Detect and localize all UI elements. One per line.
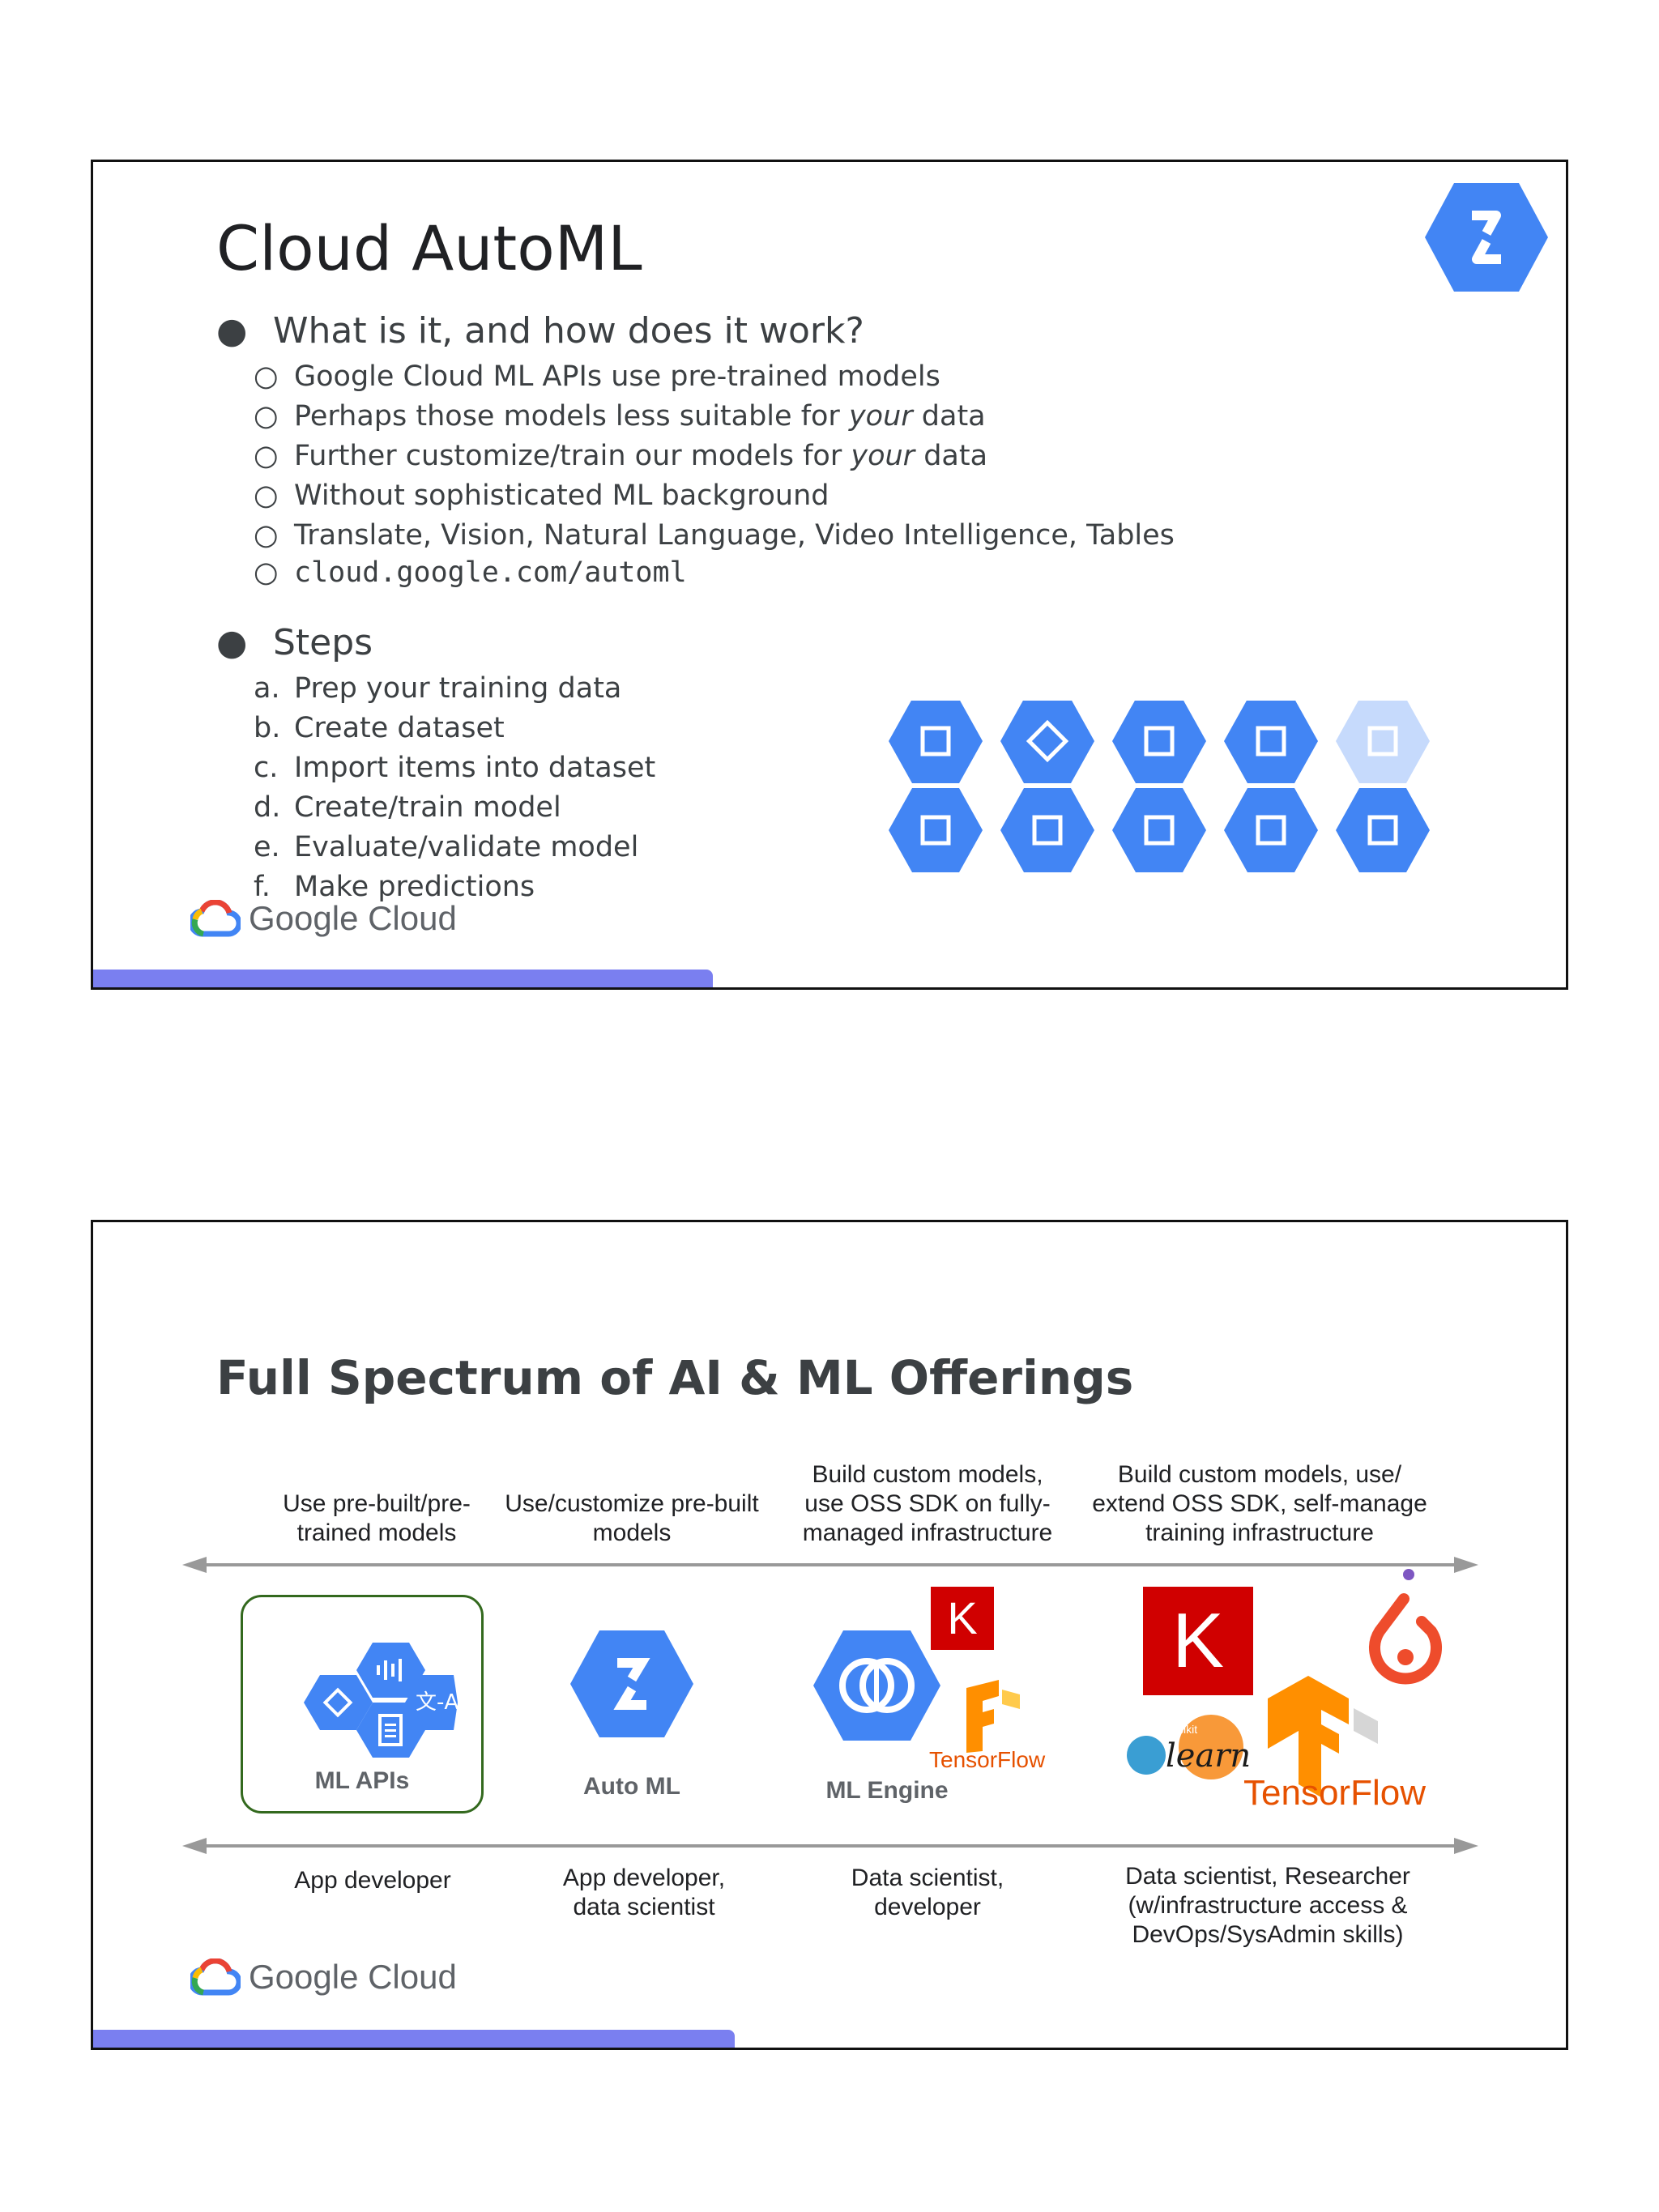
tensorflow-text-small: TensorFlow bbox=[929, 1747, 1046, 1772]
automl-label: Auto ML bbox=[583, 1773, 680, 1800]
automl-natural-language-icon bbox=[1112, 788, 1206, 872]
automl-translation-icon bbox=[889, 788, 983, 872]
step-text: Import items into dataset bbox=[294, 752, 656, 784]
translation-icon bbox=[889, 701, 983, 783]
google-cloud-logo: Google Cloud bbox=[190, 899, 457, 938]
google-cloud-icon bbox=[190, 900, 241, 937]
tensorflow-icon-small bbox=[966, 1680, 1020, 1753]
keras-logo-small: K bbox=[931, 1587, 994, 1650]
url-text[interactable]: cloud.google.com/automl bbox=[294, 556, 687, 589]
audience-ds-dev: Data scientist, developer bbox=[851, 1865, 1004, 1920]
bullet-steps: ● Steps bbox=[216, 622, 373, 663]
step-letter: a. bbox=[254, 672, 280, 705]
sub-marker: ○ bbox=[254, 400, 279, 433]
sub-text: Translate, Vision, Natural Language, Vid… bbox=[294, 519, 1175, 552]
slide-full-spectrum: Full Spectrum of AI & ML Offerings Use p… bbox=[91, 1220, 1568, 2050]
col-head-prebuilt: Use pre-built/pre- trained models bbox=[283, 1490, 471, 1546]
step-letter: c. bbox=[254, 752, 279, 784]
slide-title: Cloud AutoML bbox=[216, 212, 642, 284]
accent-bar bbox=[93, 970, 713, 987]
sub-text: Google Cloud ML APIs use pre-trained mod… bbox=[294, 360, 940, 393]
step-text: Evaluate/validate model bbox=[294, 831, 639, 863]
sub-emphasis: your bbox=[848, 400, 913, 433]
step-text: Create dataset bbox=[294, 712, 505, 744]
automl-url[interactable]: ○ cloud.google.com/automl bbox=[254, 556, 687, 589]
sub-bullet: ○Perhaps those models less suitable for … bbox=[254, 400, 986, 433]
step-letter: b. bbox=[254, 712, 281, 744]
video-intelligence-icon bbox=[1224, 701, 1318, 783]
sub-marker: ○ bbox=[254, 479, 279, 512]
automl-video-icon bbox=[1224, 788, 1318, 872]
google-cloud-text: Google Cloud bbox=[249, 1958, 457, 1996]
step-item: d. Create/train model bbox=[254, 791, 561, 824]
audience-researcher: Data scientist, Researcher (w/infrastruc… bbox=[1125, 1863, 1410, 1948]
sub-marker: ○ bbox=[254, 360, 279, 393]
automl-vision-icon bbox=[1000, 788, 1094, 872]
slide-cloud-automl: Cloud AutoML ● What is it, and how does i… bbox=[91, 160, 1568, 990]
bullet-marker: ● bbox=[216, 622, 248, 663]
sub-text-post: data bbox=[912, 400, 986, 433]
slide-title: Full Spectrum of AI & ML Offerings bbox=[216, 1350, 1134, 1405]
ml-apis-label: ML APIs bbox=[314, 1767, 410, 1794]
step-text: Make predictions bbox=[294, 871, 535, 903]
sub-marker: ○ bbox=[254, 556, 279, 589]
accent-bar bbox=[93, 2030, 735, 2048]
step-letter: e. bbox=[254, 831, 280, 863]
ml-engine-label: ML Engine bbox=[825, 1777, 949, 1804]
scikit-text: scikit bbox=[1172, 1723, 1198, 1736]
bullet-marker: ● bbox=[216, 310, 248, 352]
google-cloud-text: Google Cloud bbox=[249, 899, 457, 937]
natural-language-icon bbox=[1112, 701, 1206, 783]
sub-text-post: data bbox=[915, 440, 988, 472]
audience-app-dev: App developer bbox=[294, 1867, 451, 1894]
sub-text: Without sophisticated ML background bbox=[294, 479, 830, 512]
sub-text: Perhaps those models less suitable for bbox=[294, 400, 849, 433]
keras-logo-large: K bbox=[1143, 1587, 1253, 1695]
sub-marker: ○ bbox=[254, 519, 279, 552]
sub-marker: ○ bbox=[254, 440, 279, 472]
learn-text: learn bbox=[1166, 1737, 1252, 1775]
vision-icon bbox=[1000, 701, 1094, 783]
svg-text:文-A: 文-A bbox=[416, 1690, 458, 1715]
sub-emphasis: your bbox=[851, 440, 915, 472]
bullet-text: What is it, and how does it work? bbox=[273, 310, 864, 352]
automl-icon bbox=[570, 1630, 693, 1737]
google-cloud-icon bbox=[190, 1958, 241, 1996]
pytorch-icon bbox=[1369, 1569, 1442, 1685]
sub-text: Further customize/train our models for bbox=[294, 440, 851, 472]
col-head-customize: Use/customize pre-built models bbox=[505, 1490, 759, 1546]
step-item: e. Evaluate/validate model bbox=[254, 831, 639, 863]
automl-tables-icon bbox=[1336, 788, 1430, 872]
step-item: c. Import items into dataset bbox=[254, 752, 656, 784]
col-head-custom-self: Build custom models, use/ extend OSS SDK… bbox=[1092, 1461, 1427, 1546]
step-letter: d. bbox=[254, 791, 281, 824]
step-text: Prep your training data bbox=[294, 672, 622, 705]
ml-engine-icon bbox=[813, 1630, 940, 1741]
automl-products-hexgrid bbox=[889, 701, 1430, 872]
step-text: Create/train model bbox=[294, 791, 561, 824]
step-item: b. Create dataset bbox=[254, 712, 505, 744]
sub-bullet: ○ Without sophisticated ML background bbox=[254, 479, 830, 512]
bullet-what-is-it: ● What is it, and how does it work? bbox=[216, 310, 864, 352]
automl-logo-icon bbox=[1425, 183, 1548, 292]
tensorflow-icon-large bbox=[1268, 1676, 1378, 1797]
tables-icon bbox=[1336, 701, 1430, 783]
sub-bullet: ○ Translate, Vision, Natural Language, Vi… bbox=[254, 519, 1175, 552]
ml-apis-card: 文-A ML APIs bbox=[241, 1595, 484, 1813]
bottom-spectrum-arrow bbox=[182, 1838, 1478, 1854]
step-letter: f. bbox=[254, 871, 271, 903]
scikit-learn-icon bbox=[1127, 1715, 1243, 1779]
ml-apis-icon: 文-A bbox=[304, 1643, 458, 1758]
step-item: a. Prep your training data bbox=[254, 672, 622, 705]
sub-bullet: ○Further customize/train our models for … bbox=[254, 440, 988, 472]
bullet-text: Steps bbox=[273, 622, 373, 663]
sub-bullet: ○ Google Cloud ML APIs use pre-trained mo… bbox=[254, 360, 940, 393]
google-cloud-logo: Google Cloud bbox=[190, 1958, 457, 1997]
tensorflow-text-large: TensorFlow bbox=[1243, 1773, 1426, 1813]
top-spectrum-arrow bbox=[182, 1557, 1478, 1573]
step-item: f. Make predictions bbox=[254, 871, 535, 903]
audience-app-dev-ds: App developer, data scientist bbox=[562, 1865, 726, 1920]
col-head-custom-managed: Build custom models, use OSS SDK on full… bbox=[802, 1461, 1053, 1546]
